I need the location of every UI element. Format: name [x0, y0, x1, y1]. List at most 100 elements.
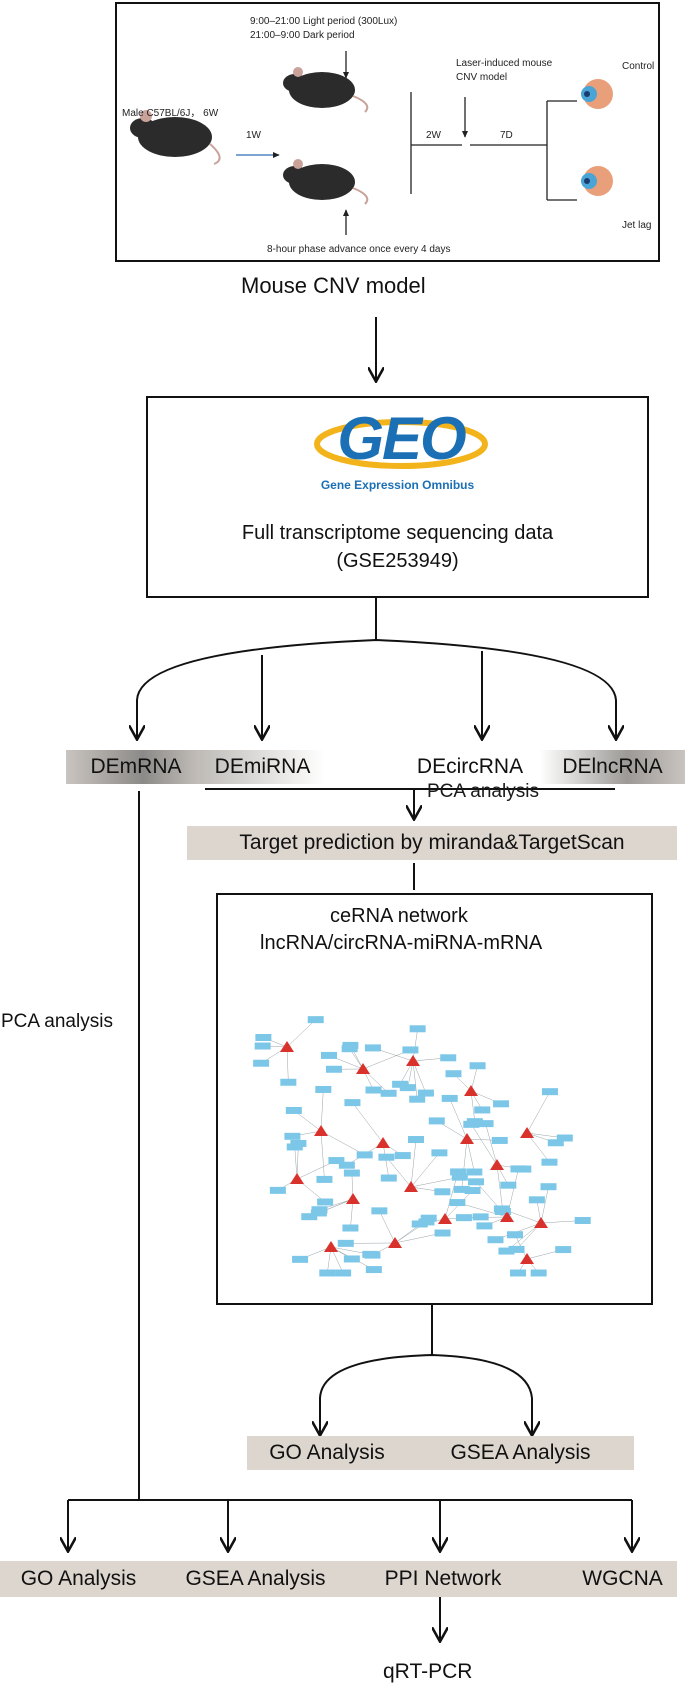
mirna-node [464, 1085, 478, 1096]
mrna-node [450, 1168, 467, 1176]
network-edge [449, 1098, 468, 1140]
mrna-node [394, 1152, 411, 1160]
day-7-label: 7D [500, 130, 513, 141]
pca-analysis-right: PCA analysis [427, 781, 539, 802]
mrna-node [342, 1041, 359, 1049]
cerna-subtitle: lncRNA/circRNA-miRNA-mRNA [260, 932, 543, 954]
mrna-node [343, 1255, 360, 1263]
network-edge [286, 1019, 316, 1048]
cerna-gsea-analysis: GSEA Analysis [407, 1436, 634, 1470]
mrna-node [337, 1239, 354, 1247]
mrna-node [409, 1095, 426, 1103]
mirna-node [460, 1133, 474, 1144]
mirna-node [324, 1241, 338, 1252]
mrna-node [434, 1188, 451, 1196]
network-edge [320, 1130, 325, 1180]
mrna-node [472, 1213, 489, 1221]
mirna-node [490, 1159, 504, 1170]
geo-box-line1: Full transcriptome sequencing data [241, 522, 554, 544]
mrna-node [466, 1168, 483, 1176]
bottom-outputs-band [0, 1561, 677, 1597]
week-2-label: 2W [426, 130, 441, 141]
mrna-node [380, 1089, 397, 1097]
mirna-node [290, 1173, 304, 1184]
mirna-node [314, 1125, 328, 1136]
laser-model-line2: CNV model [456, 72, 508, 83]
cerna-network-graph [235, 1011, 610, 1281]
network-edge [379, 1210, 396, 1244]
network-graph-svg [253, 1016, 591, 1277]
network-edge [466, 1138, 475, 1173]
control-label: Control [622, 61, 655, 72]
mrna-node [392, 1080, 409, 1088]
mrna-node [476, 1222, 493, 1230]
qrt-pcr-label: qRT-PCR [383, 1660, 473, 1683]
mirna-node [500, 1211, 514, 1222]
mouse-icon-bottom [283, 159, 369, 205]
network-edge [286, 1046, 289, 1083]
mrna-node [255, 1034, 272, 1042]
network-edge [485, 1123, 498, 1166]
mrna-node [286, 1143, 303, 1151]
mrna-node [451, 1173, 468, 1181]
mrna-node [280, 1078, 297, 1086]
mrna-node [285, 1106, 302, 1114]
mrna-node [292, 1255, 309, 1263]
network-edge [386, 1157, 412, 1188]
mirna-node [438, 1213, 452, 1224]
mirna-node [404, 1181, 418, 1192]
mrna-node [440, 1054, 457, 1062]
mirna-node [520, 1127, 534, 1138]
demrna-label: DEmRNA [66, 750, 206, 784]
cerna-title: ceRNA network [330, 905, 468, 927]
pca-analysis-left: PCA analysis [1, 1011, 113, 1032]
mrna-node [428, 1117, 445, 1125]
mrna-node [498, 1247, 515, 1255]
mrna-node [434, 1229, 451, 1237]
network-edge [526, 1091, 551, 1134]
network-edge [352, 1102, 384, 1144]
mrna-node [493, 1205, 510, 1213]
mrna-node [466, 1118, 483, 1126]
network-edge [412, 1060, 427, 1094]
bottom-ppi-network: PPI Network [384, 1567, 502, 1590]
bottom-gsea-analysis: GSEA Analysis [185, 1567, 326, 1590]
delncrna-label: DElncRNA [540, 750, 685, 784]
mrna-node [541, 1088, 558, 1096]
cerna-network-box: ceRNA network lncRNA/circRNA-miRNA-mRNA [216, 893, 653, 1305]
mrna-node [284, 1132, 301, 1140]
bottom-go-analysis: GO Analysis [20, 1567, 137, 1590]
mrna-node [417, 1089, 434, 1097]
mrna-node [420, 1214, 437, 1222]
mrna-node [364, 1044, 381, 1052]
mrna-node [301, 1213, 318, 1221]
demirna-label: DEmiRNA [200, 750, 325, 784]
mrna-node [418, 1218, 435, 1226]
mrna-node [453, 1185, 470, 1193]
network-edge [410, 1139, 417, 1188]
mirna-node [356, 1063, 370, 1074]
mrna-node [371, 1207, 388, 1215]
mrna-node [342, 1224, 359, 1232]
mirna-node [376, 1137, 390, 1148]
mrna-node [441, 1094, 458, 1102]
network-edge [496, 1164, 504, 1212]
mrna-node [356, 1151, 373, 1159]
network-edge [471, 1124, 498, 1166]
mirna-node [406, 1055, 420, 1066]
mrna-node [555, 1246, 572, 1254]
week-1-label: 1W [246, 130, 261, 141]
mrna-node [510, 1269, 527, 1277]
mrna-node [487, 1236, 504, 1244]
mirna-node [346, 1193, 360, 1204]
mrna-node [541, 1158, 558, 1166]
cerna-bracket [319, 1353, 533, 1399]
mrna-node [269, 1186, 286, 1194]
laser-model-line1: Laser-induced mouse [456, 58, 553, 69]
bracket-curve [136, 638, 617, 701]
mrna-node [317, 1198, 334, 1206]
phase-advance-label: 8-hour phase advance once every 4 days [267, 244, 451, 255]
mrna-node [500, 1181, 517, 1189]
mirna-node [388, 1237, 402, 1248]
